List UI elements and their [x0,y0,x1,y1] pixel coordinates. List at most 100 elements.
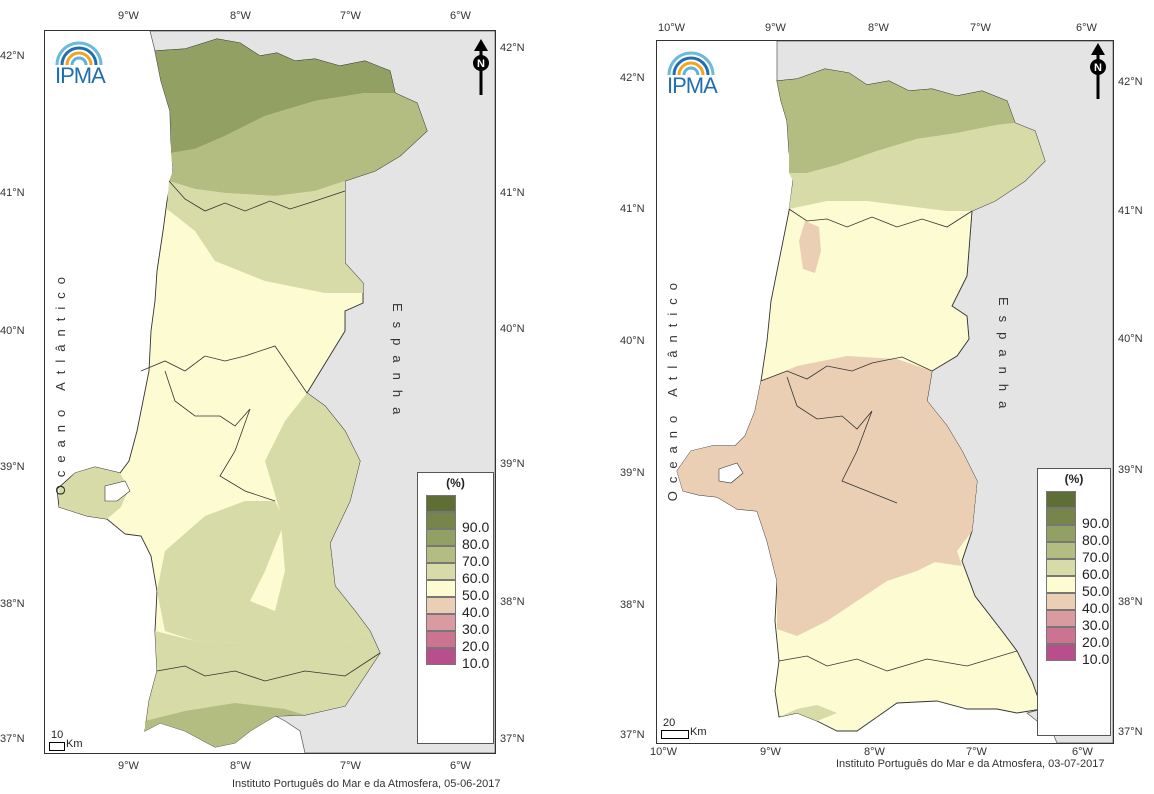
zone-peach-center [857,391,977,566]
sea-label-text: Oceano Atlântico [53,269,68,496]
legend-swatch [1046,610,1076,627]
lat-tick-left: 37°N [620,729,645,741]
legend-value: 70.0 [1082,549,1110,565]
legend-swatch [426,580,456,597]
lon-tick-top: 10°W [658,22,686,34]
legend: (%) 90.0 80.0 70.0 60.0 50.0 40.0 30.0 2… [417,472,494,744]
legend-value: 30.0 [1082,617,1110,633]
lat-tick-left: 38°N [0,598,25,610]
lat-tick-left: 38°N [620,599,645,611]
choropleth-map [676,41,1113,743]
ipma-logo: IPMA [663,47,723,98]
legend-swatch [426,512,456,529]
zone-north-light [167,181,363,293]
sea-label: Oceano Atlântico [53,269,69,499]
svg-text:N: N [477,58,485,70]
legend-swatch [1046,627,1076,644]
map-frame: Oceano Atlântico Espanha IPMA N (%) [44,30,496,754]
legend-swatch [1046,644,1076,661]
legend-swatch [1046,576,1076,593]
lon-tick-top: 9°W [118,10,139,22]
legend-value: 10.0 [1082,651,1110,667]
lat-tick-left: 39°N [0,461,25,473]
credit-line: Instituto Português do Mar e da Atmosfer… [836,758,1105,770]
lat-tick-left: 37°N [0,733,25,745]
legend-value: 80.0 [1082,532,1110,548]
credit-line: Instituto Português do Mar e da Atmosfer… [232,778,501,790]
legend-value: 10.0 [462,655,490,671]
logo-arcs-icon [55,41,103,66]
logo-text: IPMA [55,63,106,88]
lon-tick-bottom: 9°W [760,746,781,758]
legend-swatch [426,529,456,546]
scale-bar [661,730,689,739]
legend-value: 60.0 [1082,566,1110,582]
lon-tick-top: 7°W [970,22,991,34]
lat-tick-right: 40°N [500,323,525,335]
lon-tick-top: 8°W [868,22,889,34]
lat-tick-left: 40°N [0,325,25,337]
lat-tick-right: 41°N [500,187,525,199]
land-label: Espanha [389,303,405,424]
lat-tick-left: 42°N [0,50,25,62]
map-panel-right: 10°W 9°W 8°W 7°W 6°W 42°N 41°N 40°N 39°N… [580,0,1154,794]
sea-label: Oceano Atlântico [665,275,681,501]
ipma-logo: IPMA [51,37,111,88]
scale-value: 20 [663,717,676,729]
lon-tick-bottom: 7°W [966,746,987,758]
legend-swatch [1046,508,1076,525]
legend-value: 30.0 [462,621,490,637]
zone-north-light [789,123,1045,211]
lat-tick-left: 39°N [620,467,645,479]
zone-peach-spot [799,221,821,273]
legend-swatch [426,495,456,512]
legend-value: 80.0 [462,536,490,552]
legend-value: 60.0 [462,570,490,586]
legend-swatch [426,546,456,563]
legend-swatch [426,563,456,580]
lat-tick-right: 40°N [1118,333,1143,345]
zone-peach [677,356,977,636]
legend-value: 90.0 [462,519,490,535]
lat-tick-right: 41°N [1118,205,1143,217]
lon-tick-bottom: 10°W [650,746,678,758]
legend-value: 20.0 [462,638,490,654]
legend-swatch [1046,542,1076,559]
logo-text: IPMA [667,73,718,98]
scale-unit: Km [66,738,83,750]
legend-value: 90.0 [1082,515,1110,531]
zone-south-strip [145,703,305,747]
estuary [104,480,131,502]
zone-north-dark [155,39,395,153]
lon-tick-bottom: 8°W [864,746,885,758]
svg-text:N: N [1094,62,1102,74]
district-boundaries [140,180,381,682]
north-arrow-icon: N [1090,43,1106,99]
legend-value: 40.0 [1082,600,1110,616]
zone-lisbon [59,467,129,519]
legend-value: 40.0 [462,604,490,620]
estuary [718,462,744,484]
lat-tick-right: 38°N [500,596,525,608]
zone-alentejo-light [157,393,370,643]
legend-title: (%) [1064,472,1084,486]
legend: (%) 90.0 80.0 70.0 60.0 50.0 40.0 30.0 2… [1037,468,1111,736]
scale-unit: Km [690,726,707,738]
legend-swatch [426,631,456,648]
lat-tick-right: 38°N [1118,596,1143,608]
lat-tick-right: 37°N [1118,726,1143,738]
lat-tick-left: 42°N [620,72,645,84]
legend-swatch [1046,593,1076,610]
lon-tick-top: 6°W [1076,22,1097,34]
north-arrow-icon: N [473,39,489,95]
map-frame: Oceano Atlântico Espanha IPMA N (%) 90.0… [656,40,1114,744]
legend-title: (%) [446,476,465,490]
legend-value: 20.0 [1082,634,1110,650]
scale-bar [49,742,65,751]
legend-value: 50.0 [462,587,490,603]
legend-swatch [426,597,456,614]
lon-tick-top: 9°W [765,22,786,34]
legend-swatch [426,648,456,665]
lon-tick-bottom: 6°W [450,760,471,772]
scale-value: 10 [51,729,64,741]
